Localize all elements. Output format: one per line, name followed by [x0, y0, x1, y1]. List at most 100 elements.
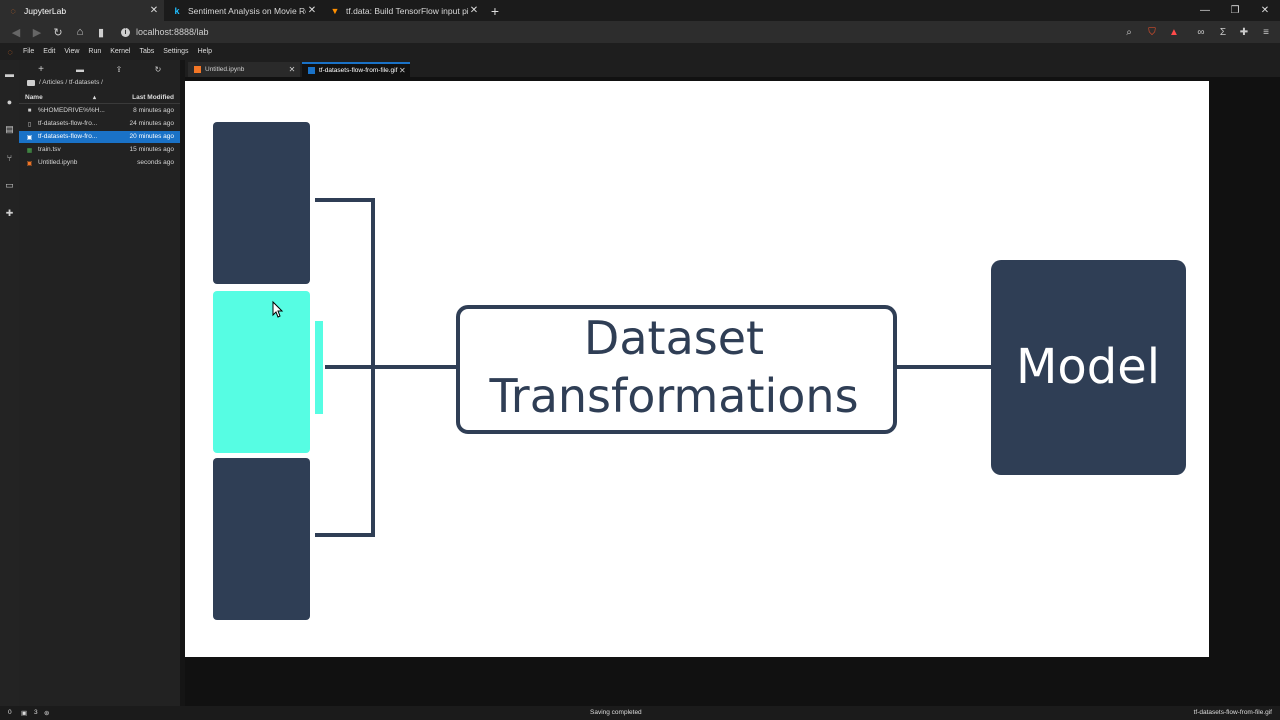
status-bar: 0 ▣ 3 ⊛ Saving completed tf-datasets-flo… [0, 706, 1280, 720]
tab-gif-file[interactable]: tf-datasets-flow-from-file.gif ✕ [302, 62, 410, 77]
panel-splitter[interactable] [180, 60, 185, 706]
menu-icon[interactable]: ≡ [1263, 26, 1269, 38]
minimize-button[interactable]: — [1200, 5, 1210, 16]
brave-shield-icon[interactable]: ⛉ [1148, 26, 1156, 38]
folder-icon: ■ [27, 108, 32, 114]
status-kernels-count[interactable]: 3 [34, 709, 38, 716]
list-item[interactable]: ▯ tf-datasets-flow-fro... 24 minutes ago [19, 118, 180, 130]
running-icon[interactable]: ● [6, 96, 13, 107]
file-modified: 24 minutes ago [129, 120, 174, 127]
new-launcher-button[interactable]: + [38, 63, 44, 75]
file-name: train.tsv [38, 146, 61, 153]
close-icon[interactable]: ✕ [469, 5, 479, 16]
notebook-icon: ▣ [26, 160, 33, 167]
extension-manager-icon[interactable]: ✚ [5, 208, 14, 218]
list-item[interactable]: ▣ Untitled.ipynb seconds ago [19, 157, 180, 169]
status-message: Saving completed [590, 709, 642, 716]
breadcrumb-path[interactable]: / Articles / tf-datasets / [39, 79, 103, 86]
extension-glasses-icon[interactable]: ∞ [1197, 26, 1205, 38]
info-icon[interactable]: i [121, 27, 130, 37]
column-header-name[interactable]: Name [25, 94, 43, 101]
extensions-puzzle-icon[interactable]: ✚ [1239, 26, 1249, 38]
forward-button[interactable]: ▶ [32, 26, 42, 39]
brave-rewards-icon[interactable]: ▲ [1169, 26, 1179, 38]
menu-run[interactable]: Run [88, 48, 102, 55]
url-field[interactable]: i localhost:8888/lab [121, 24, 209, 40]
status-terminals-count[interactable]: 0 [8, 709, 12, 716]
data-block-bottom [213, 458, 310, 620]
mouse-cursor-icon [272, 300, 284, 318]
sort-caret-icon: ▴ [93, 95, 97, 101]
file-modified: 15 minutes ago [129, 146, 174, 153]
close-icon[interactable]: ✕ [288, 65, 296, 74]
commands-icon[interactable]: ▤ [5, 124, 14, 134]
column-header-modified[interactable]: Last Modified [132, 94, 174, 101]
menu-kernel[interactable]: Kernel [110, 48, 131, 55]
file-name: %HOMEDRIVE%%H... [38, 107, 105, 114]
menu-tabs[interactable]: Tabs [139, 48, 155, 55]
menu-settings[interactable]: Settings [163, 48, 189, 55]
file-browser-toolbar: + ▬ ⇪ ↻ [19, 60, 180, 78]
close-window-button[interactable]: ✕ [1260, 5, 1270, 16]
file-modified: 8 minutes ago [133, 107, 174, 114]
extension-sigma-icon[interactable]: Σ [1219, 26, 1227, 38]
dataset-flow-diagram: Dataset Transformations Model [185, 81, 1209, 657]
browser-tab-kaggle[interactable]: k Sentiment Analysis on Movie Revie ✕ [164, 0, 322, 21]
image-icon: ▣ [26, 134, 33, 141]
gif-image-viewer: Dataset Transformations Model [185, 81, 1209, 657]
folder-icon[interactable] [27, 79, 35, 86]
breadcrumb: / Articles / tf-datasets / [27, 79, 103, 86]
data-flow-highlight-bar [315, 321, 323, 414]
tab-label: tf-datasets-flow-from-file.gif [319, 67, 398, 74]
file-name: tf-datasets-flow-fro... [38, 133, 98, 140]
transformations-label-line2: Transformations [488, 369, 858, 423]
list-item[interactable]: ▣ tf-datasets-flow-fro... 20 minutes ago [19, 131, 180, 143]
menu-edit[interactable]: Edit [43, 48, 56, 55]
url-text: localhost:8888/lab [136, 27, 209, 37]
browser-tab-jupyterlab[interactable]: ◌ JupyterLab ✕ [0, 0, 164, 21]
transformations-box [456, 305, 897, 434]
status-file-name: tf-datasets-flow-from-file.gif [1193, 709, 1272, 716]
browser-tab-tensorflow[interactable]: ▼ tf.data: Build TensorFlow input pip ✕ [322, 0, 484, 21]
list-item[interactable]: ■ %HOMEDRIVE%%H... 8 minutes ago [19, 105, 180, 117]
browser-tab-strip: ◌ JupyterLab ✕ k Sentiment Analysis on M… [0, 0, 1280, 21]
new-folder-button[interactable]: ▬ [76, 64, 84, 74]
menu-view[interactable]: View [64, 48, 80, 55]
file-list-header: Name ▴ Last Modified [19, 92, 180, 104]
reload-button[interactable]: ↻ [53, 26, 63, 39]
close-icon[interactable]: ✕ [399, 66, 406, 75]
refresh-button[interactable]: ↻ [154, 64, 162, 74]
git-icon[interactable]: ⑂ [6, 152, 13, 163]
address-bar: ◀ ▶ ↻ ⌂ ▮ i localhost:8888/lab ⌕ ⛉ ▲ ∞ Σ… [0, 21, 1280, 43]
close-icon[interactable]: ✕ [307, 5, 317, 16]
bookmark-icon[interactable]: ▮ [97, 26, 105, 39]
file-browser: + ▬ ⇪ ↻ / Articles / tf-datasets / Name … [19, 60, 180, 706]
file-icon: ▯ [27, 121, 32, 128]
tabs-icon[interactable]: ▭ [5, 180, 14, 190]
zoom-icon[interactable]: ⌕ [1126, 26, 1132, 38]
tab-label: Untitled.ipynb [205, 66, 245, 73]
folder-icon[interactable]: ▬ [5, 68, 14, 79]
home-icon[interactable]: ⌂ [76, 26, 84, 38]
image-icon [308, 67, 315, 74]
terminal-icon: ▣ [21, 710, 28, 717]
close-icon[interactable]: ✕ [149, 5, 159, 16]
back-button[interactable]: ◀ [11, 26, 21, 39]
notebook-icon [194, 66, 201, 73]
activity-bar: ▬ ● ▤ ⑂ ▭ ✚ [0, 60, 19, 706]
browser-tab-label: tf.data: Build TensorFlow input pip [346, 5, 468, 16]
jupyter-icon: ◌ [10, 5, 16, 16]
model-box [991, 260, 1186, 475]
document-tab-bar: Untitled.ipynb ✕ tf-datasets-flow-from-f… [185, 60, 1280, 77]
new-tab-button[interactable]: + [490, 2, 500, 19]
upload-button[interactable]: ⇪ [115, 64, 123, 74]
model-label: Model [1016, 339, 1160, 395]
tab-untitled-ipynb[interactable]: Untitled.ipynb ✕ [188, 62, 300, 77]
menu-file[interactable]: File [23, 48, 35, 55]
restore-button[interactable]: ❐ [1230, 5, 1240, 16]
list-item[interactable]: ▦ train.tsv 15 minutes ago [19, 144, 180, 156]
file-name: Untitled.ipynb [38, 159, 78, 166]
kaggle-icon: k [174, 5, 180, 16]
menu-help[interactable]: Help [197, 48, 212, 55]
kernel-status-icon: ⊛ [44, 710, 50, 717]
